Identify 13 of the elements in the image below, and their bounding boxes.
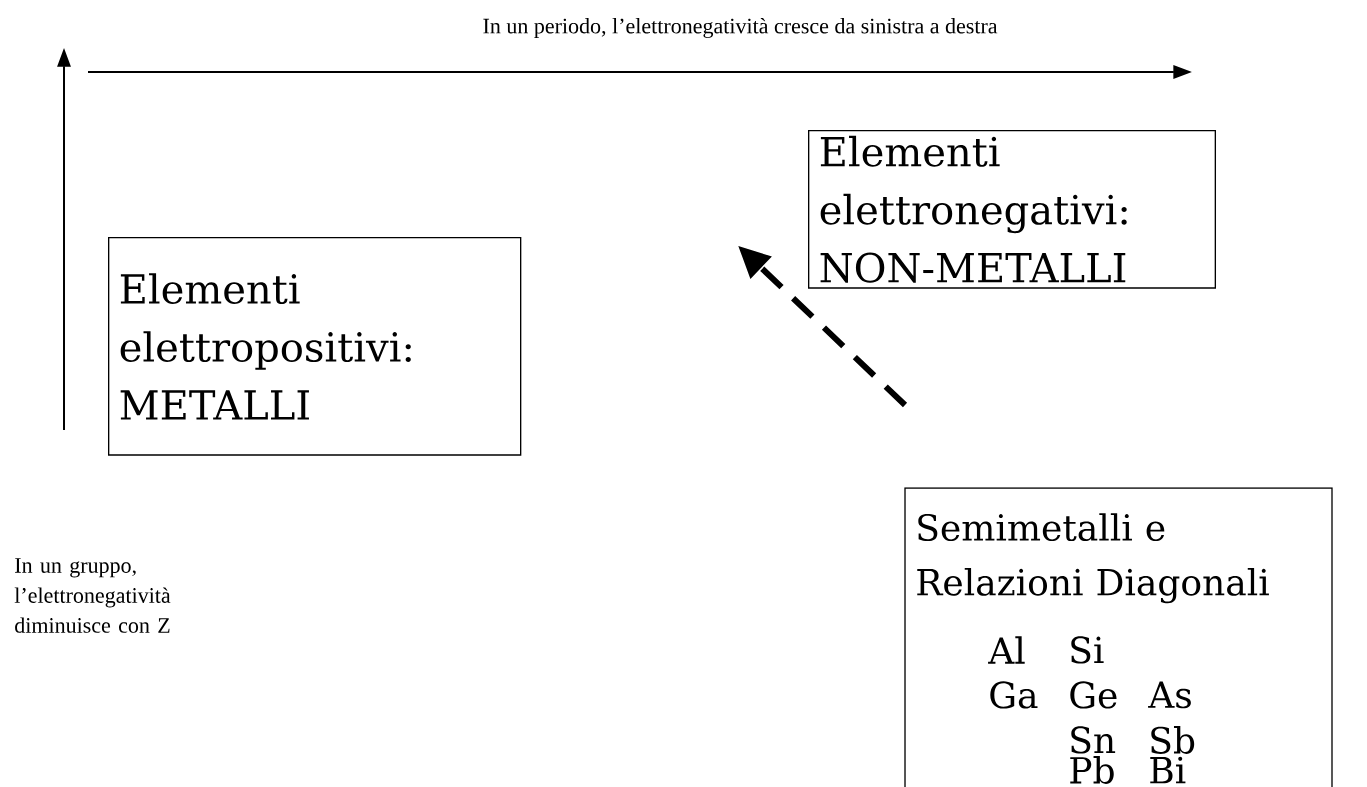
element-symbol: Sb [1151,726,1195,754]
element-symbol: Ge [1070,681,1117,709]
element-symbol: Sn [1071,726,1116,754]
element-symbol: Ga [990,681,1038,709]
caption-text: In un periodo, l’elettronegatività cresce da sinistra a destra [483,18,998,38]
element-symbol: Si [1071,636,1104,664]
element-symbol: As [1148,681,1191,709]
text-box: Elementi elettropositivi: METALLI [108,237,522,456]
element-symbol: Bi [1150,756,1186,784]
text-box: Elementi elettronegativi: NON-METALLI [808,130,1216,289]
element-symbol: Pb [1070,756,1114,784]
caption-text: In un gruppo, l’elettronegatività diminuisce con Z [14,558,171,633]
element-symbol: Al [988,636,1025,664]
